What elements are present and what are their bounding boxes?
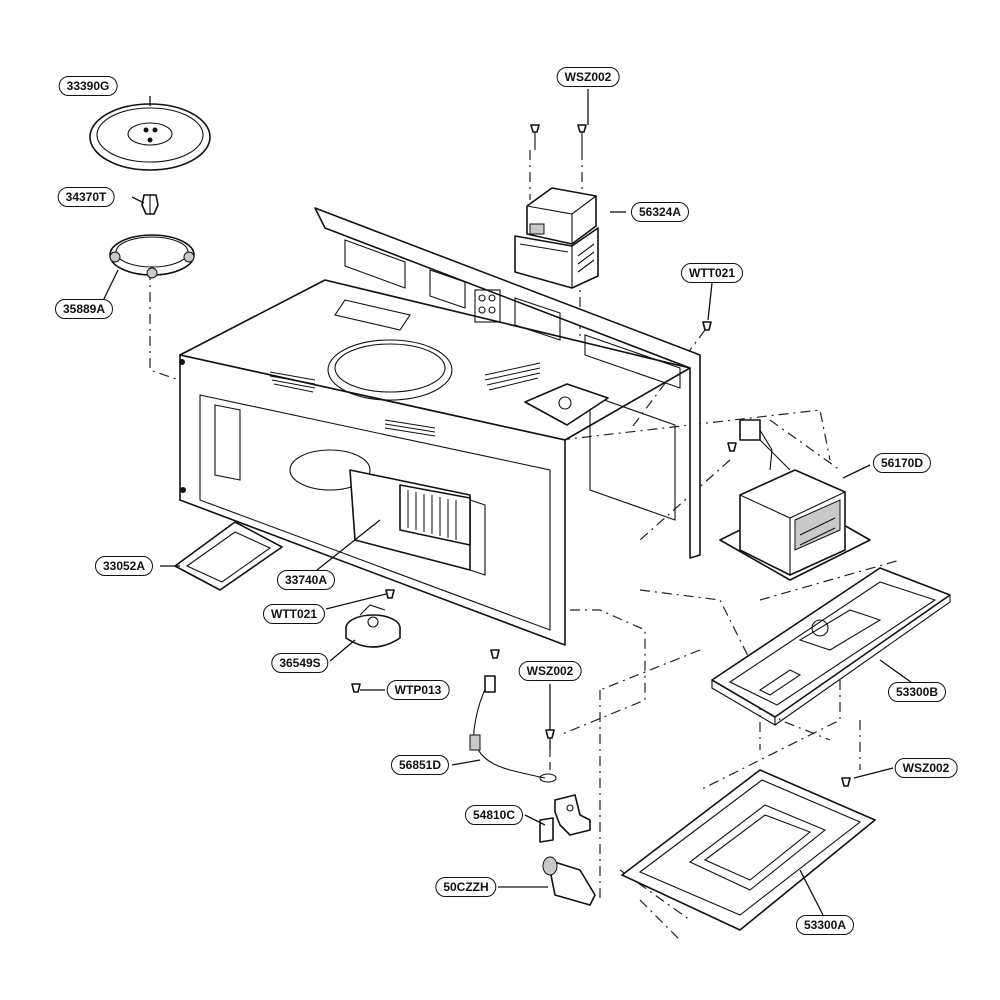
callout-screw-bottom: WSZ002 — [894, 758, 958, 778]
screws-right — [702, 321, 851, 787]
callout-transformer: 56170D — [872, 453, 932, 473]
callout-lamp-socket: 50CZZH — [435, 877, 497, 897]
lamp-bracket — [539, 794, 591, 843]
callout-screw-top: WSZ002 — [556, 67, 620, 87]
leader-lines — [99, 89, 916, 916]
callout-turntable-motor: 36549S — [271, 653, 329, 673]
lamp-socket — [542, 856, 596, 906]
callout-base-plate: 53300B — [887, 682, 947, 702]
screws-small — [351, 589, 555, 755]
roller-ring — [109, 234, 195, 279]
callout-cover-plate: 33052A — [94, 556, 154, 576]
wire-harness — [469, 675, 557, 783]
cover-plate — [174, 521, 283, 591]
callout-roller-ring: 35889A — [54, 299, 114, 319]
base-plate — [711, 567, 951, 726]
transformer — [719, 419, 871, 581]
bottom-plate — [621, 769, 876, 931]
cavity-body — [179, 207, 701, 646]
callout-turntable-tray: 33390G — [58, 76, 118, 96]
control-bracket — [349, 469, 486, 576]
callout-screw-right: WTT021 — [680, 263, 744, 283]
callout-screw-motor: WTP013 — [386, 680, 450, 700]
turntable-motor — [345, 604, 401, 648]
screws-top — [530, 124, 587, 150]
callout-lamp-bracket: 54810C — [464, 805, 524, 825]
callout-harness: 56851D — [390, 755, 450, 775]
callout-magnetron: 56324A — [630, 202, 690, 222]
callout-coupler: 34370T — [57, 187, 115, 207]
turntable-tray — [89, 103, 211, 171]
callout-bracket: 33740A — [276, 570, 336, 590]
callout-bottom-plate: 53300A — [795, 915, 855, 935]
callout-screw-left: WTT021 — [262, 604, 326, 624]
coupler — [141, 194, 159, 215]
magnetron — [514, 187, 599, 289]
callout-screw-mid: WSZ002 — [518, 661, 582, 681]
